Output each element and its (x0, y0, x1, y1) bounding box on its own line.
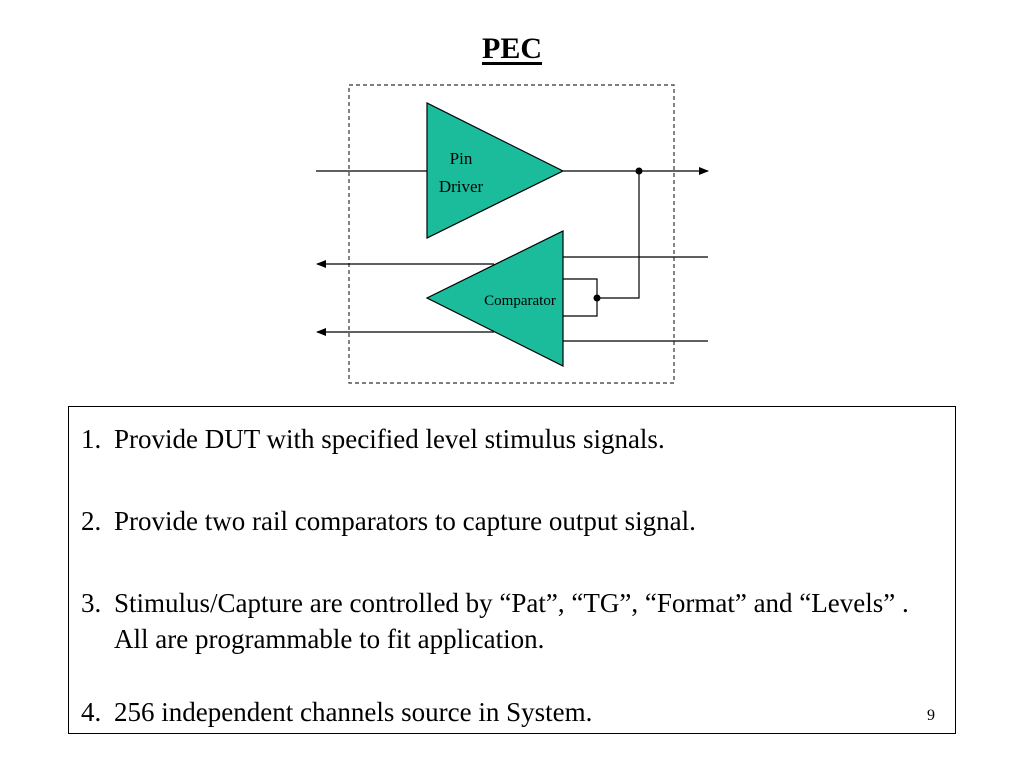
list-item-number: 1. (81, 424, 102, 454)
list-item-text: Provide two rail comparators to capture … (114, 506, 696, 536)
list-item-number: 2. (81, 506, 102, 536)
pin-driver-label-line2: Driver (439, 177, 484, 196)
list-item: 1. Provide DUT with specified level stim… (81, 421, 935, 457)
page-number: 9 (927, 707, 935, 724)
comparator-input-bracket (563, 278, 598, 317)
comparator-junction-dot (593, 294, 601, 302)
list-item-text: 256 independent channels source in Syste… (114, 697, 593, 727)
comparator-triangle (425, 230, 564, 367)
list-item-text: Provide DUT with specified level stimulu… (114, 424, 665, 454)
pec-block-diagram: Pin Driver Comparator (316, 84, 709, 384)
pec-dashed-boundary (348, 84, 675, 384)
list-item-text: Stimulus/Capture are controlled by “Pat”… (114, 588, 909, 654)
list-item: 4. 256 independent channels source in Sy… (81, 694, 935, 730)
pin-driver-label-line1: Pin (450, 149, 473, 168)
feedback-line (597, 171, 640, 299)
pin-driver-triangle (426, 102, 565, 239)
comparator-label: Comparator (484, 293, 556, 309)
list-item-number: 3. (81, 588, 102, 618)
description-box: 1. Provide DUT with specified level stim… (68, 406, 956, 734)
slide-title: PEC (482, 32, 542, 65)
list-item-number: 4. (81, 697, 102, 727)
list-item: 3. Stimulus/Capture are controlled by “P… (81, 585, 935, 657)
list-item: 2. Provide two rail comparators to captu… (81, 503, 935, 539)
